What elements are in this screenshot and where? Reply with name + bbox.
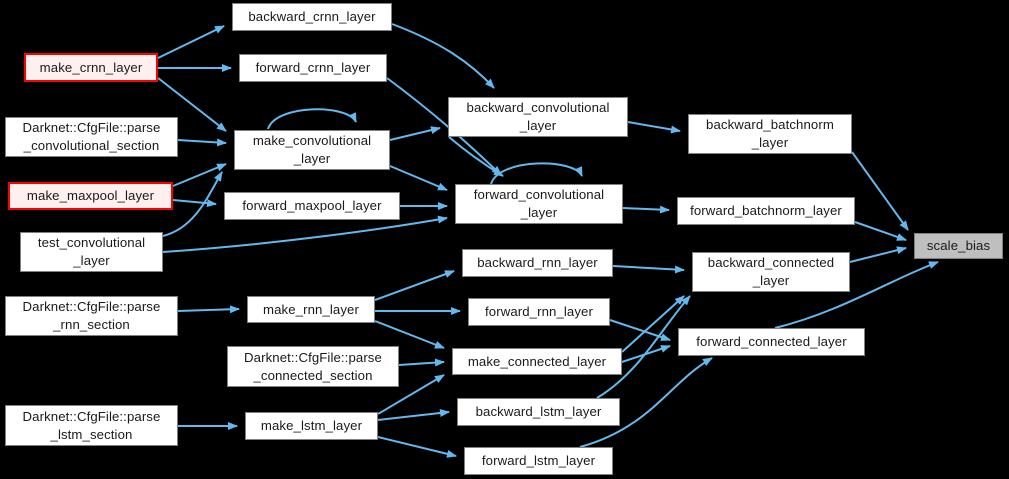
node-forward_connected_layer[interactable]: forward_connected_layer — [678, 328, 865, 356]
edge-make_lstm_layer-forward_lstm_layer — [377, 436, 457, 458]
edge-backward_batchnorm_layer-scale_bias — [851, 151, 909, 231]
node-backward_batchnorm_layer[interactable]: backward_batchnorm _layer — [688, 114, 852, 154]
node-label: Darknet::CfgFile::parse _convolutional_s… — [22, 120, 161, 153]
edge-parse_rnn_section-make_rnn_layer — [177, 305, 240, 314]
edge-backward_connected_layer-scale_bias — [849, 246, 907, 263]
node-label: forward_crnn_layer — [255, 60, 371, 75]
edge-backward_convolutional_layer-backward_batchnorm_layer — [627, 121, 681, 134]
node-make_crnn_layer[interactable]: make_crnn_layer — [24, 53, 158, 82]
node-make_rnn_layer[interactable]: make_rnn_layer — [247, 296, 375, 323]
node-parse_rnn_section[interactable]: Darknet::CfgFile::parse _rnn_section — [5, 296, 178, 336]
node-label: forward_lstm_layer — [481, 453, 596, 468]
edge-make_crnn_layer-make_convolutional_layer — [157, 77, 227, 132]
edge-parse_connected_section-make_connected_layer — [398, 358, 445, 367]
edge-test_convolutional_layer-make_convolutional_layer — [162, 171, 223, 237]
edge-make_connected_layer-backward_connected_layer — [621, 295, 685, 353]
node-label: forward_connected_layer — [696, 334, 847, 349]
edge-backward_rnn_layer-backward_connected_layer — [612, 265, 685, 274]
node-make_lstm_layer[interactable]: make_lstm_layer — [245, 412, 378, 440]
edge-make_convolutional_layer-backward_convolutional_layer — [389, 126, 441, 141]
edge-forward_connected_layer-scale_bias — [774, 261, 939, 329]
node-label: make_convolutional _layer — [252, 133, 372, 166]
node-forward_maxpool_layer[interactable]: forward_maxpool_layer — [224, 192, 400, 220]
node-parse_lstm_section[interactable]: Darknet::CfgFile::parse _lstm_section — [5, 405, 178, 446]
edge-forward_convolutional_layer-self — [490, 162, 583, 185]
node-label: forward_convolutional _layer — [473, 187, 605, 220]
node-label: backward_lstm_layer — [475, 404, 602, 419]
node-label: backward_batchnorm _layer — [706, 117, 834, 150]
node-backward_lstm_layer[interactable]: backward_lstm_layer — [457, 398, 620, 426]
node-make_maxpool_layer[interactable]: make_maxpool_layer — [8, 182, 173, 210]
node-label: make_connected_layer — [467, 353, 607, 369]
node-label: Darknet::CfgFile::parse _connected_secti… — [244, 349, 382, 383]
edge-make_rnn_layer-make_connected_layer — [374, 320, 445, 349]
node-make_connected_layer[interactable]: make_connected_layer — [452, 348, 622, 375]
node-label: backward_connected _layer — [707, 255, 835, 288]
node-backward_connected_layer[interactable]: backward_connected _layer — [692, 252, 850, 292]
edge-test_convolutional_layer-forward_convolutional_layer — [162, 215, 448, 253]
edge-make_rnn_layer-backward_rnn_layer — [374, 270, 455, 301]
edge-backward_convolutional_layer-forward_convolutional_layer — [448, 136, 504, 177]
edge-make_convolutional_layer-self — [267, 108, 357, 130]
edge-make_lstm_layer-backward_lstm_layer — [377, 409, 450, 421]
node-backward_rnn_layer[interactable]: backward_rnn_layer — [462, 249, 613, 277]
node-label: forward_rnn_layer — [485, 304, 593, 319]
node-label: backward_crnn_layer — [248, 9, 376, 24]
node-backward_convolutional_layer[interactable]: backward_convolutional _layer — [448, 97, 628, 137]
node-parse_connected_section[interactable]: Darknet::CfgFile::parse _connected_secti… — [227, 346, 399, 387]
node-label: backward_convolutional _layer — [466, 100, 610, 133]
node-test_convolutional_layer[interactable]: test_convolutional _layer — [20, 232, 163, 272]
edge-make_maxpool_layer-forward_maxpool_layer — [172, 199, 217, 208]
node-label: make_maxpool_layer — [26, 188, 155, 203]
node-label: make_lstm_layer — [260, 418, 363, 433]
node-make_convolutional_layer[interactable]: make_convolutional _layer — [234, 130, 390, 170]
edge-make_convolutional_layer-forward_convolutional_layer — [389, 165, 448, 191]
node-label: forward_maxpool_layer — [242, 198, 382, 213]
node-label: forward_batchnorm_layer — [690, 203, 842, 218]
edge-make_crnn_layer-backward_crnn_layer — [157, 25, 225, 59]
node-label: Darknet::CfgFile::parse _rnn_section — [22, 299, 161, 332]
node-forward_rnn_layer[interactable]: forward_rnn_layer — [468, 298, 610, 326]
edge-forward_lstm_layer-forward_connected_layer — [579, 357, 713, 448]
edge-forward_convolutional_layer-forward_batchnorm_layer — [622, 205, 670, 214]
node-forward_crnn_layer[interactable]: forward_crnn_layer — [239, 54, 387, 82]
edge-backward_crnn_layer-backward_convolutional_layer — [391, 23, 495, 89]
node-forward_lstm_layer[interactable]: forward_lstm_layer — [464, 447, 613, 475]
node-label: backward_rnn_layer — [477, 255, 598, 270]
node-label: Darknet::CfgFile::parse _lstm_section — [22, 408, 161, 442]
edge-forward_rnn_layer-forward_connected_layer — [609, 319, 671, 341]
node-forward_convolutional_layer[interactable]: forward_convolutional _layer — [455, 184, 623, 224]
node-forward_batchnorm_layer[interactable]: forward_batchnorm_layer — [677, 197, 855, 225]
node-parse_convolutional_section[interactable]: Darknet::CfgFile::parse _convolutional_s… — [5, 117, 178, 157]
node-label: test_convolutional _layer — [37, 235, 146, 268]
node-label: make_rnn_layer — [263, 301, 359, 317]
node-backward_crnn_layer[interactable]: backward_crnn_layer — [232, 3, 392, 31]
node-scale_bias[interactable]: scale_bias — [914, 233, 1003, 259]
edge-make_lstm_layer-make_connected_layer — [377, 374, 445, 415]
edge-parse_convolutional_section-make_convolutional_layer — [177, 138, 227, 147]
edge-forward_crnn_layer-forward_convolutional_layer — [386, 77, 502, 176]
edge-backward_lstm_layer-backward_connected_layer — [596, 295, 691, 399]
node-label: make_crnn_layer — [39, 59, 143, 75]
edge-make_maxpool_layer-make_convolutional_layer — [172, 163, 227, 187]
node-label: scale_bias — [926, 238, 991, 253]
edge-forward_batchnorm_layer-scale_bias — [854, 221, 907, 241]
